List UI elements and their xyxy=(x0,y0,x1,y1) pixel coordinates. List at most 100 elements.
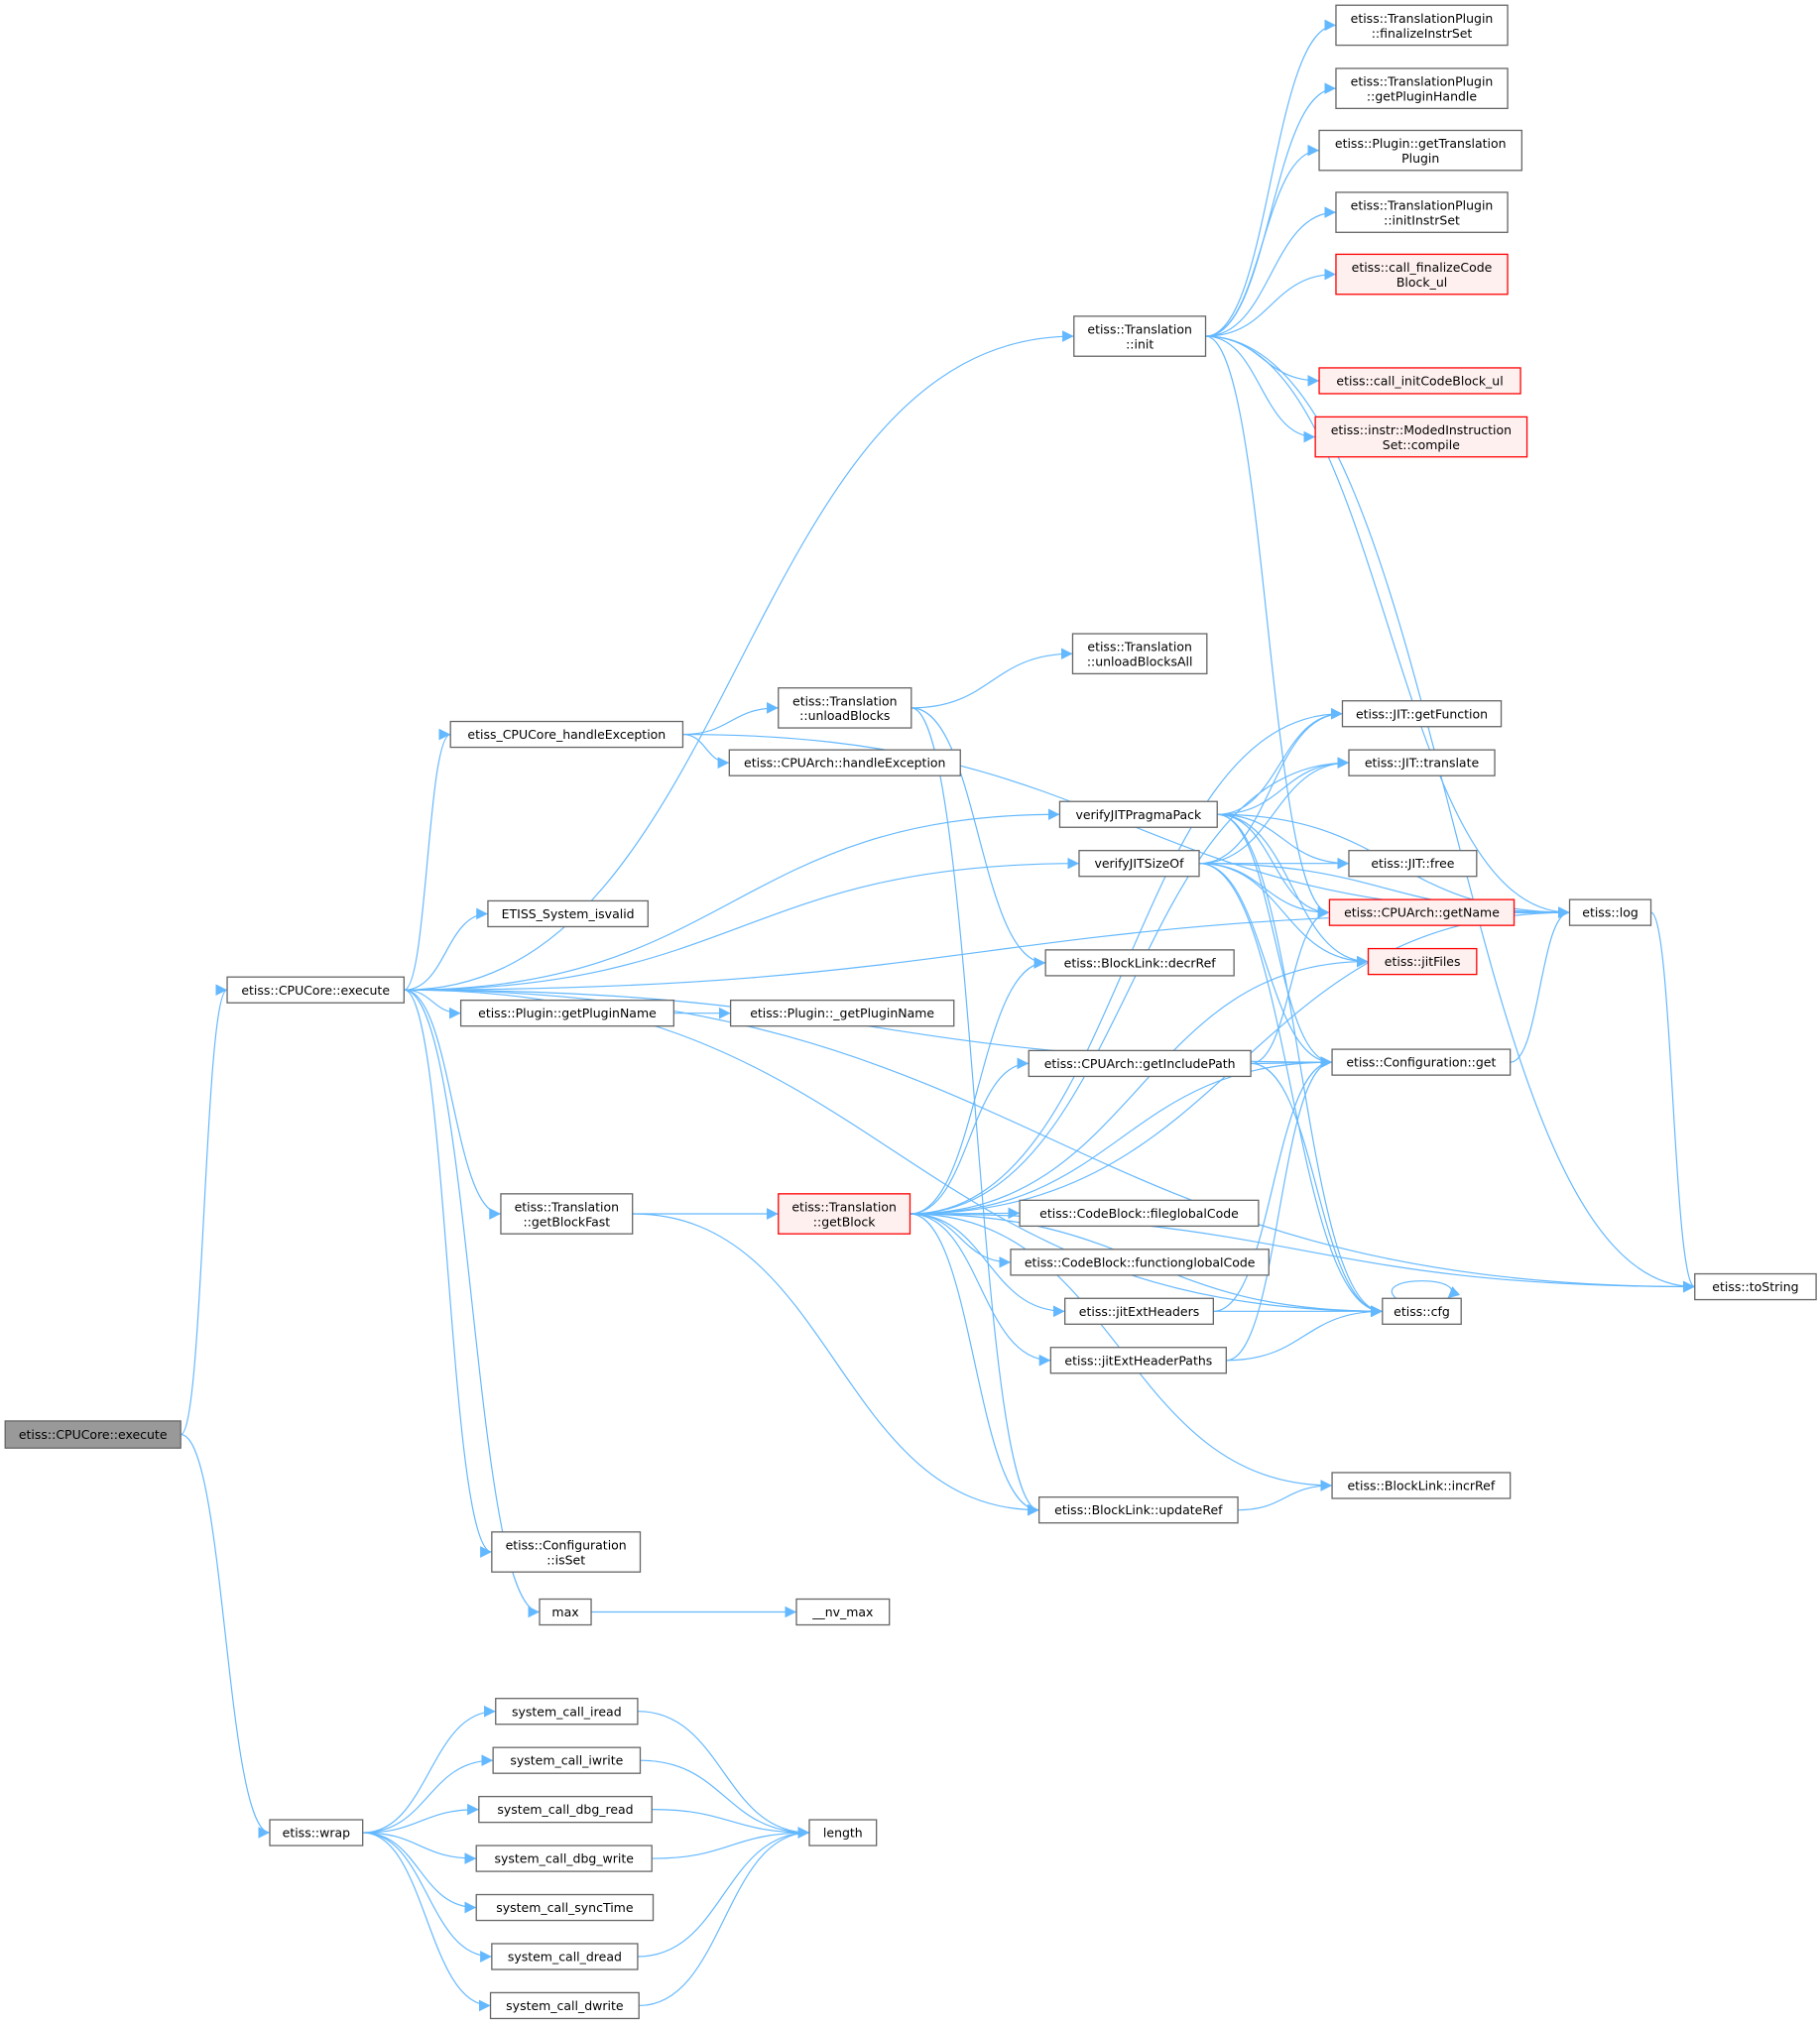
node-dbgwrite[interactable]: system_call_dbg_write xyxy=(475,1845,653,1872)
node-box xyxy=(539,1598,592,1626)
node-conf-get[interactable]: etiss::Configuration::get xyxy=(1331,1048,1512,1076)
node-label: Plugin xyxy=(1401,151,1439,166)
node-update-ref[interactable]: etiss::BlockLink::updateRef xyxy=(1037,1496,1239,1524)
edge-wrap-to-iwrite xyxy=(362,1754,494,1834)
node-dbgread[interactable]: system_call_dbg_read xyxy=(478,1795,653,1824)
node-label: etiss::instr::ModedInstruction xyxy=(1331,422,1512,437)
node-max[interactable]: max xyxy=(539,1598,592,1626)
node-root[interactable]: etiss::CPUCore::execute xyxy=(4,1420,182,1449)
edge-init-to-compile xyxy=(1205,335,1316,443)
edge-size-of-to-jit-files xyxy=(1199,863,1369,968)
node-size-of[interactable]: verifyJITSizeOf xyxy=(1078,850,1200,878)
edge-core-handle-exc-to-unload-blocks xyxy=(682,702,779,736)
edge-wrap-to-iread xyxy=(362,1705,496,1834)
node-compile[interactable]: etiss::instr::ModedInstructionSet::compi… xyxy=(1314,416,1528,458)
node-get-function[interactable]: etiss::JIT::getFunction xyxy=(1341,700,1503,728)
node-label: system_call_iread xyxy=(512,1704,622,1719)
edge-core-handle-exc-to-arch-handle-exc xyxy=(682,733,730,770)
node-label: etiss::jitFiles xyxy=(1385,954,1461,969)
node-execute[interactable]: etiss::CPUCore::execute xyxy=(226,976,405,1004)
node-get-block[interactable]: etiss::Translation::getBlock xyxy=(778,1193,911,1235)
node-finalize-instr-set[interactable]: etiss::TranslationPlugin::finalizeInstrS… xyxy=(1335,4,1509,47)
edge-cfg-to-cfg xyxy=(1391,1280,1461,1299)
node-is-set[interactable]: etiss::Configuration::isSet xyxy=(491,1531,642,1573)
node-box xyxy=(459,999,674,1027)
node-isvalid[interactable]: ETISS_System_isvalid xyxy=(487,899,649,928)
node-to-string[interactable]: etiss::toString xyxy=(1694,1272,1817,1301)
node-box xyxy=(728,749,961,776)
node-label: etiss::CPUArch::getIncludePath xyxy=(1044,1056,1236,1071)
node-get-include-path[interactable]: etiss::CPUArch::getIncludePath xyxy=(1028,1049,1252,1078)
node-init[interactable]: etiss::Translation::init xyxy=(1073,315,1207,357)
node-core-handle-exc[interactable]: etiss_CPUCore_handleException xyxy=(449,720,684,749)
node-box xyxy=(269,1819,364,1846)
node-label: max xyxy=(551,1605,578,1619)
node-unload-blocks-all[interactable]: etiss::Translation::unloadBlocksAll xyxy=(1071,633,1208,675)
node-label: Set::compile xyxy=(1383,437,1460,452)
node-arch-handle-exc[interactable]: etiss::CPUArch::handleException xyxy=(728,749,961,776)
node-get-plugin-handle[interactable]: etiss::TranslationPlugin::getPluginHandl… xyxy=(1335,67,1509,110)
node-label: etiss::JIT::free xyxy=(1371,856,1454,871)
edge-root-to-execute xyxy=(180,984,228,1436)
node-wrap[interactable]: etiss::wrap xyxy=(269,1819,364,1846)
edge-init-to-to-string xyxy=(1205,335,1695,1293)
edge-pragma-pack-to-conf-get xyxy=(1217,813,1333,1068)
node-get-block-fast[interactable]: etiss::Translation::getBlockFast xyxy=(500,1193,634,1235)
edge-execute-to-get-plugin-name xyxy=(404,989,461,1019)
node-iread[interactable]: system_call_iread xyxy=(495,1698,639,1726)
node-nvmax[interactable]: __nv_max xyxy=(795,1598,891,1626)
node-fileglobal[interactable]: etiss::CodeBlock::fileglobalCode xyxy=(1019,1199,1260,1228)
node-box xyxy=(1331,1472,1512,1499)
node-box xyxy=(489,1991,640,2020)
node-label: verifyJITSizeOf xyxy=(1094,856,1184,871)
node-label: etiss::Translation xyxy=(1087,321,1192,336)
node-cfg[interactable]: etiss::cfg xyxy=(1382,1297,1462,1325)
node-functionglobal[interactable]: etiss::CodeBlock::functionglobalCode xyxy=(1010,1249,1270,1276)
node-translate[interactable]: etiss::JIT::translate xyxy=(1348,749,1496,776)
node-jit-ext-headers[interactable]: etiss::jitExtHeaders xyxy=(1064,1297,1214,1325)
node-jit-ext-header-paths[interactable]: etiss::jitExtHeaderPaths xyxy=(1049,1347,1227,1374)
node-dread[interactable]: system_call_dread xyxy=(491,1943,639,1970)
node-free[interactable]: etiss::JIT::free xyxy=(1348,850,1478,878)
node-box xyxy=(1071,633,1208,675)
node-box xyxy=(1078,850,1200,878)
edge-get-block-to-translate xyxy=(910,757,1349,1215)
node-dwrite[interactable]: system_call_dwrite xyxy=(489,1991,640,2020)
edge-size-of-to-translate xyxy=(1199,757,1349,865)
edge-init-to-log xyxy=(1205,335,1570,918)
edge-init-to-finalize-instr-set xyxy=(1205,19,1336,337)
node-box xyxy=(491,1531,642,1573)
node-box xyxy=(1335,253,1509,296)
node-length[interactable]: length xyxy=(808,1819,878,1846)
node-label: etiss::TranslationPlugin xyxy=(1351,198,1494,213)
node-get-name[interactable]: etiss::CPUArch::getName xyxy=(1328,898,1516,926)
node-label: system_call_dread xyxy=(508,1950,622,1965)
node-get-plugin-name[interactable]: etiss::Plugin::getPluginName xyxy=(459,999,674,1027)
node-label: ::init xyxy=(1126,336,1153,351)
edge-execute-to-is-set xyxy=(404,989,492,1558)
edge-get-block-to-jit-files xyxy=(910,955,1369,1215)
node-box xyxy=(1010,1249,1270,1276)
node-get-plugin-name[interactable]: etiss::Plugin::_getPluginName xyxy=(729,999,955,1027)
node-label: ETISS_System_isvalid xyxy=(502,906,635,921)
node-call-init[interactable]: etiss::call_initCodeBlock_ul xyxy=(1318,367,1521,395)
node-incr-ref[interactable]: etiss::BlockLink::incrRef xyxy=(1331,1472,1512,1499)
edge-pragma-pack-to-translate xyxy=(1217,757,1349,815)
node-log[interactable]: etiss::log xyxy=(1568,898,1652,926)
node-label: etiss::Translation xyxy=(515,1199,620,1214)
node-jit-files[interactable]: etiss::jitFiles xyxy=(1367,947,1478,976)
node-unload-blocks[interactable]: etiss::Translation::unloadBlocks xyxy=(778,687,912,729)
node-pragma-pack[interactable]: verifyJITPragmaPack xyxy=(1058,800,1218,828)
node-sync-time[interactable]: system_call_syncTime xyxy=(475,1893,655,1922)
node-iwrite[interactable]: system_call_iwrite xyxy=(492,1746,642,1774)
node-label: etiss::wrap xyxy=(283,1826,350,1841)
node-label: Block_ul xyxy=(1396,275,1447,290)
edge-size-of-to-cfg xyxy=(1199,863,1383,1318)
edge-get-block-fast-to-update-ref xyxy=(632,1213,1039,1516)
node-decr-ref[interactable]: etiss::BlockLink::decrRef xyxy=(1044,949,1235,977)
edge-pragma-pack-to-free xyxy=(1217,813,1349,870)
node-init-instr-set[interactable]: etiss::TranslationPlugin::initInstrSet xyxy=(1335,191,1509,233)
